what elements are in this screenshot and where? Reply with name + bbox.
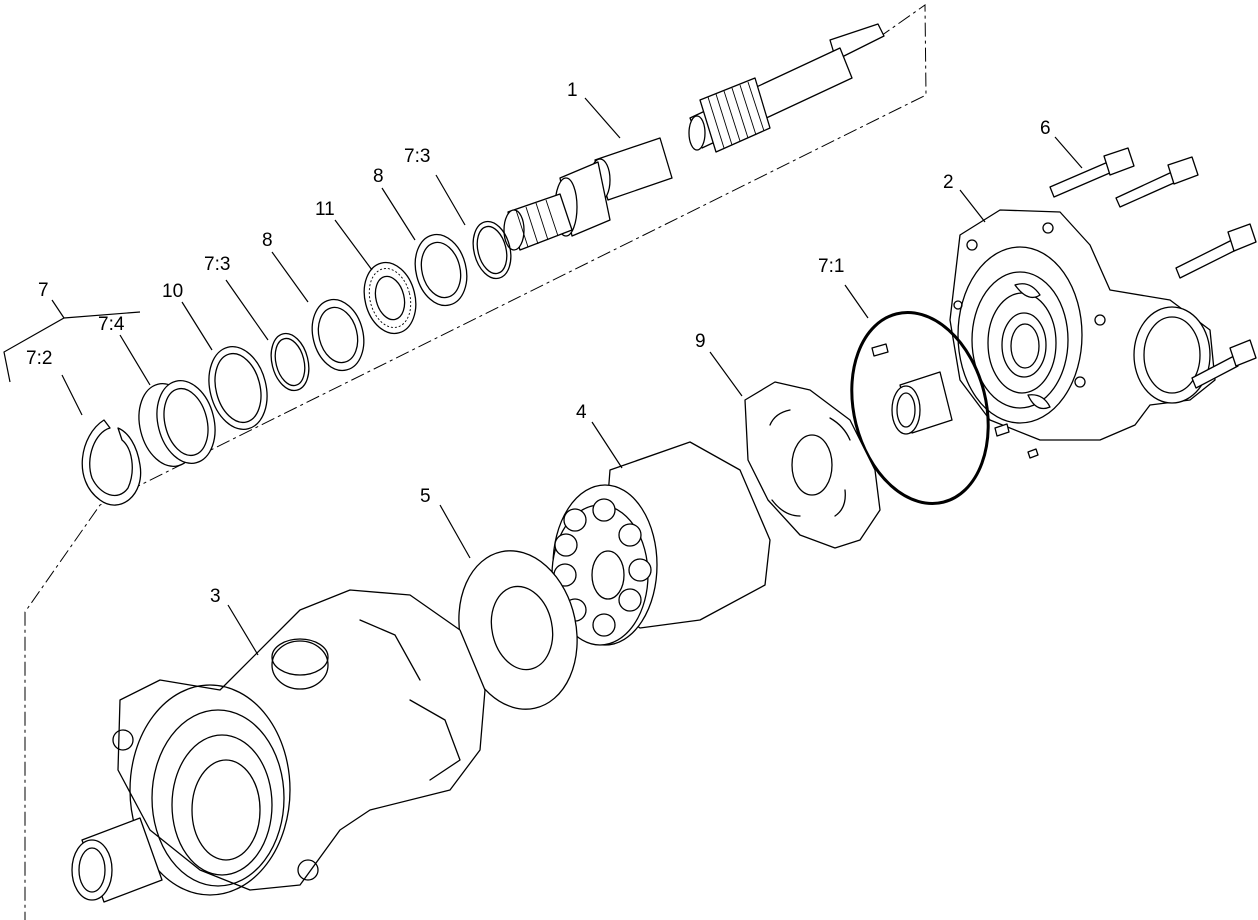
part-thrust-bearing-11 xyxy=(363,261,417,335)
part-shaft xyxy=(503,23,885,251)
callout-1: 1 xyxy=(567,80,578,101)
part-bolts xyxy=(1049,147,1257,389)
part-retaining-ring-7-2 xyxy=(81,419,142,506)
part-o-ring xyxy=(850,311,990,505)
callout-7-3-upper: 7:3 xyxy=(404,146,430,167)
callout-8-upper: 8 xyxy=(373,166,384,187)
callout-8-lower: 8 xyxy=(262,230,273,251)
part-snap-ring-7-3-lower xyxy=(270,332,310,392)
part-snap-ring-7-3-upper xyxy=(472,220,512,280)
callout-3: 3 xyxy=(210,586,221,607)
part-spacer-ring-10 xyxy=(208,346,268,430)
part-end-cover xyxy=(949,209,1216,441)
part-dowel-pins xyxy=(871,343,1039,459)
callout-7: 7 xyxy=(38,280,49,301)
part-thrust-washer-8-lower xyxy=(311,298,365,372)
callout-11: 11 xyxy=(315,199,335,220)
callout-4: 4 xyxy=(576,402,587,423)
callout-2: 2 xyxy=(943,172,954,193)
leader-lines xyxy=(3,97,1083,656)
part-cylinder-block xyxy=(551,441,771,646)
callout-9: 9 xyxy=(695,331,706,352)
part-bearing-race-7-4 xyxy=(138,380,216,467)
part-bushing xyxy=(71,817,163,903)
part-thrust-washer-8-upper xyxy=(414,233,468,307)
part-thrust-plate xyxy=(458,550,578,710)
callout-7-2: 7:2 xyxy=(26,348,52,369)
assembly-centerline xyxy=(24,4,927,920)
callout-10: 10 xyxy=(162,281,183,302)
callout-6: 6 xyxy=(1040,118,1051,139)
callout-7-3-lower: 7:3 xyxy=(204,254,230,275)
part-needle-bearing-small xyxy=(891,371,953,435)
callout-7-4: 7:4 xyxy=(98,314,125,335)
part-housing xyxy=(112,589,486,896)
callout-5: 5 xyxy=(420,486,431,507)
part-valve-plate xyxy=(744,381,881,549)
callout-7-1: 7:1 xyxy=(818,256,844,277)
